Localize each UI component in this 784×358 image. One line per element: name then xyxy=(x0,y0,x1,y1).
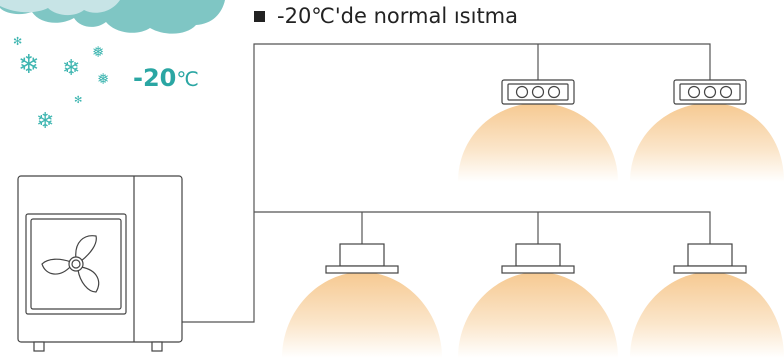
fan-icon xyxy=(41,235,100,293)
temperature-value: -20 xyxy=(133,64,177,92)
snowflake-icon: ✻ xyxy=(13,35,23,48)
heat-glow-upper-1 xyxy=(458,103,618,182)
heat-glow-upper-2 xyxy=(630,103,784,182)
snowflake-icon: ❅ xyxy=(92,43,105,61)
outdoor-temperature: -20℃ xyxy=(133,64,199,92)
wall-unit-icon xyxy=(325,243,399,274)
bullet-square-icon xyxy=(254,10,265,22)
cassette-unit-icon xyxy=(673,79,747,105)
cloud-icon xyxy=(0,0,225,34)
snowflake-icon: ✻ xyxy=(74,95,83,106)
wall-unit-icon xyxy=(501,243,575,274)
refrigerant-pipes xyxy=(182,43,711,323)
heat-glow-lower-3 xyxy=(630,272,784,358)
snowflake-icon: ❄ xyxy=(62,56,81,81)
cassette-unit-icon xyxy=(501,79,575,105)
snowflake-icon: ❄ xyxy=(36,109,55,134)
heat-glow-lower-1 xyxy=(282,272,442,358)
snowflake-icon: ❅ xyxy=(97,70,110,88)
heat-glow-lower-2 xyxy=(458,272,618,358)
title-text: -20℃'de normal ısıtma xyxy=(277,4,519,28)
temperature-unit: ℃ xyxy=(176,67,199,91)
snowflake-icon: ❄ xyxy=(18,50,40,80)
wall-unit-icon xyxy=(673,243,747,274)
outdoor-unit-icon xyxy=(17,175,183,352)
diagram-title: -20℃'de normal ısıtma xyxy=(254,1,518,31)
